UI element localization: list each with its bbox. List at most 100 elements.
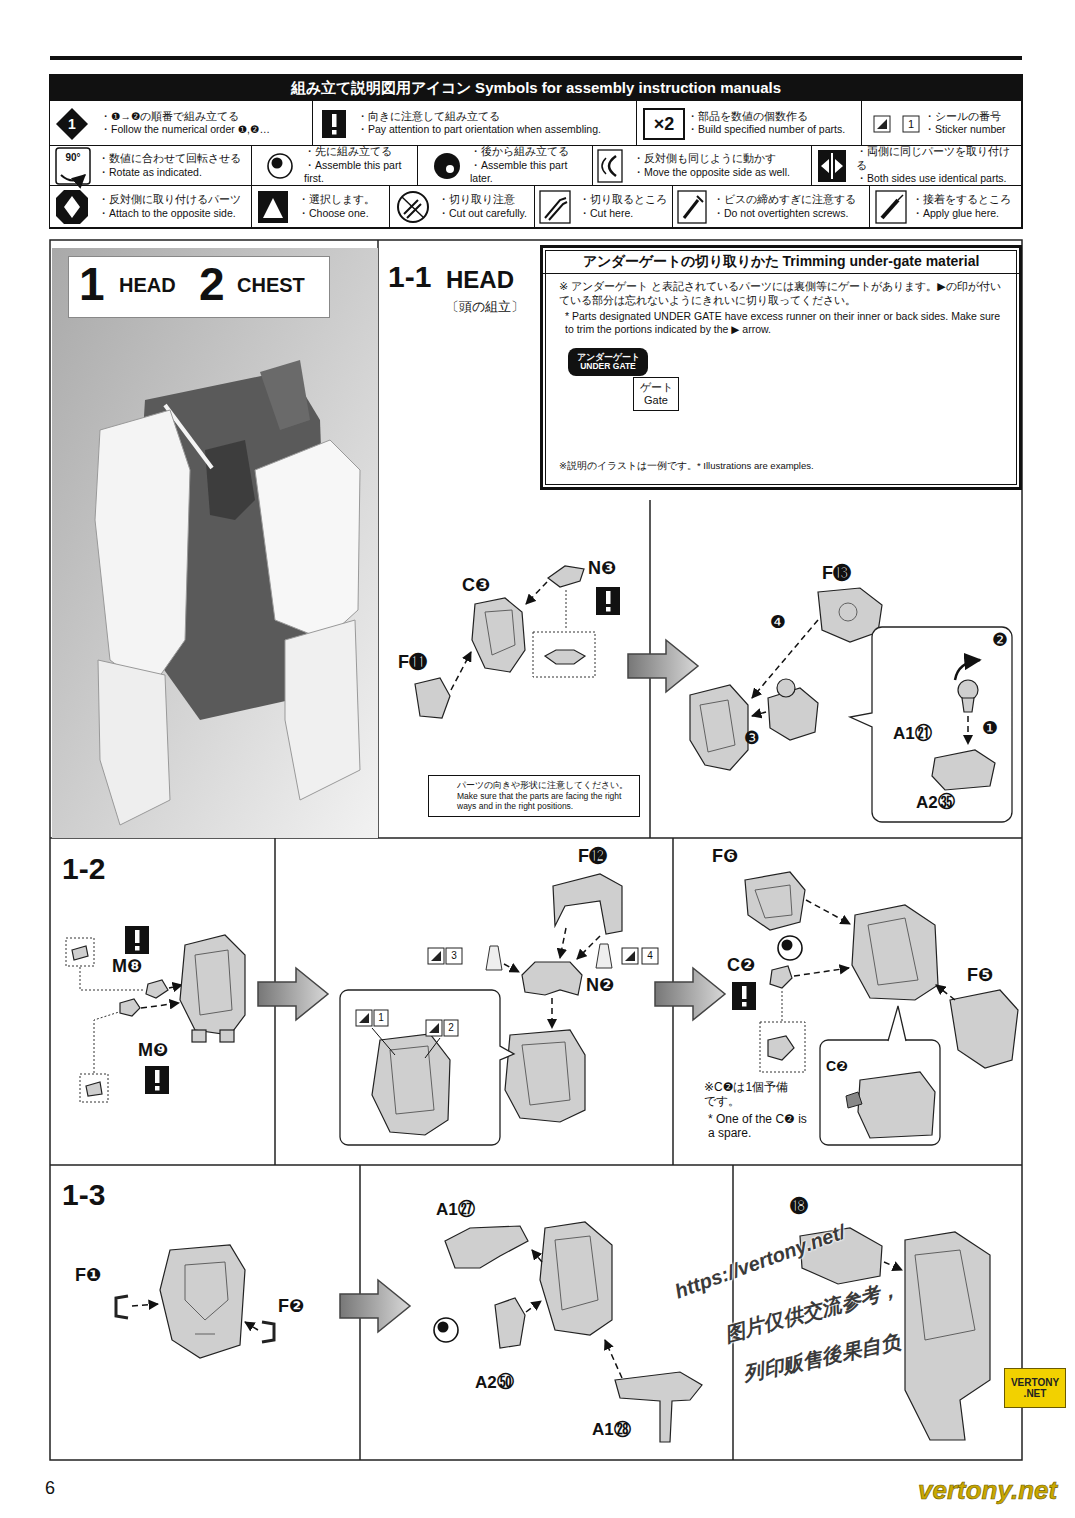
symbol-cell: ・選択します。・Choose one.	[252, 186, 390, 228]
step-1-1-figure	[545, 650, 585, 664]
sticker-number: 4	[647, 950, 653, 962]
node-text: ・反対側に取り付けるパーツ	[98, 193, 248, 206]
symbol-icon	[818, 150, 846, 182]
part-label: M❽	[112, 956, 142, 977]
node-text: ・向きに注意して組み立てる	[357, 110, 633, 123]
node-text: ・Attach to the opposite side.	[98, 207, 248, 220]
step-subtitle: 〔頭の組立〕	[446, 300, 524, 315]
step-1-3-figure	[245, 1322, 258, 1330]
step-1-2-figure	[94, 1012, 119, 1073]
node-text: ・シールの番号	[924, 110, 1018, 123]
step-1-2-figure	[66, 872, 1018, 1145]
node-text: * Parts designated UNDER GATE have exces…	[565, 310, 1011, 336]
part-label: C❸	[462, 575, 490, 596]
step-1-2-figure	[820, 1040, 940, 1145]
step-1-1-figure	[415, 566, 1012, 822]
step-number: 1-2	[62, 852, 105, 887]
symbol-icon	[876, 191, 906, 223]
step-1-3-figure	[526, 1301, 541, 1312]
symbol-icon	[602, 158, 606, 174]
symbol-icon	[56, 190, 88, 224]
symbol-cell: ・数値に合わせて回転させる・Rotate as indicated.	[50, 146, 252, 186]
step-1-1-figure	[752, 712, 766, 716]
node-text: ・Sticker number	[924, 123, 1018, 136]
symbol-icon	[56, 108, 919, 224]
node-text: ・Cut out carefully.	[438, 207, 531, 220]
node-text: ・Follow the numerical order ❶,❷…	[100, 123, 309, 136]
node-text: パーツの向きや形状に注意してください。	[457, 780, 635, 791]
step-1-2-figure	[504, 964, 519, 972]
node-text: ・Rotate as indicated.	[98, 166, 248, 179]
symbol-icon	[268, 154, 292, 178]
step-1-3-figure	[262, 1322, 274, 1342]
step-1-3-figure	[884, 1262, 902, 1270]
step-1-2-figure	[760, 1022, 805, 1072]
step-1-2-figure	[522, 962, 582, 995]
step-1-2-figure	[426, 1020, 442, 1036]
symbol-icon	[434, 153, 460, 179]
model-photo	[205, 440, 255, 520]
node-text: ・Both sides use identical parts.	[856, 172, 1018, 185]
part-label: N❷	[586, 975, 614, 996]
step-1-2-figure	[846, 1092, 862, 1108]
step-1-1-figure	[955, 660, 980, 680]
symbol-icon	[831, 153, 833, 179]
spare-note: ※C❷は1個予備です。	[704, 1080, 796, 1109]
order-number: ❶	[982, 718, 998, 739]
step-1-2-figure	[950, 990, 1018, 1068]
step-1-2-figure	[141, 1003, 179, 1008]
step-1-3-figure	[434, 1318, 458, 1342]
part-label: A1㉗	[436, 1200, 475, 1220]
part-label: F❺	[967, 965, 993, 986]
step-1-2-figure	[936, 985, 955, 1000]
step-1-2-figure	[195, 950, 232, 1015]
node-text: ・選択します。	[298, 193, 386, 206]
step-1-2-figure	[596, 944, 612, 968]
page-frame	[50, 240, 1022, 1460]
watermark: 列印贩售後果自负	[741, 1330, 902, 1386]
symbol-cell: ・先に組み立てる・Assemble this part first.	[252, 146, 418, 186]
step-1-2-figure	[390, 1046, 434, 1114]
part-label: F⓭	[822, 563, 851, 584]
icon-number: ×2	[654, 114, 675, 135]
part-label: A1㉘	[592, 1420, 631, 1440]
step-1-1-figure	[752, 620, 818, 698]
icon-number: 1	[68, 116, 76, 132]
symbol-cell: ・切り取り注意・Cut out carefully.	[390, 186, 535, 228]
node-text: ・切り取るところ	[579, 193, 669, 206]
node-text: ・反対側も同じように動かす	[633, 152, 808, 165]
node-text: ・Choose one.	[298, 207, 386, 220]
node-text: アンダーゲートの切り取りかた Trimming under-gate mater…	[543, 248, 1019, 274]
node-text: ・切り取り注意	[438, 193, 531, 206]
step-1-1-figure	[526, 582, 547, 604]
symbol-icon	[678, 191, 706, 223]
node-text: CHEST	[237, 274, 305, 297]
node-text: ・Move the opposite side as well.	[633, 166, 808, 179]
node-text: Make sure that the parts are facing the …	[457, 791, 635, 811]
step-1-3-figure	[495, 1298, 525, 1348]
step-1-2-figure	[220, 1030, 234, 1042]
part-label: F⓬	[578, 846, 607, 867]
symbol-icon	[404, 200, 421, 218]
step-1-2-figure	[806, 900, 850, 924]
step-1-3-figure	[116, 1222, 990, 1442]
symbol-table: 組み立て説明図用アイコン Symbols for assembly instru…	[50, 75, 1022, 228]
step-1-2-figure	[428, 948, 444, 964]
node-text: アンダーゲート UNDER GATE	[568, 353, 648, 372]
sticker-number: 1	[378, 1012, 384, 1024]
step-1-2-figure	[642, 948, 658, 964]
step-1-2-figure	[356, 1010, 372, 1026]
node-text: ※説明のイラストは一例です。* Illustrations are exampl…	[559, 460, 1011, 473]
step-1-2-figure	[888, 1006, 906, 1041]
step-1-2-figure	[551, 998, 553, 1028]
order-number: ❹	[770, 612, 786, 633]
symbol-icon	[684, 200, 698, 218]
step-header-box: 1HEAD2CHEST	[68, 256, 330, 318]
step-1-2-figure	[655, 968, 725, 1020]
step-1-1-figure	[533, 632, 595, 677]
step-1-3-figure	[185, 1262, 228, 1320]
step-1-3-figure	[445, 1226, 528, 1268]
step-1-2-figure	[560, 928, 566, 958]
symbol-icon	[398, 192, 428, 222]
